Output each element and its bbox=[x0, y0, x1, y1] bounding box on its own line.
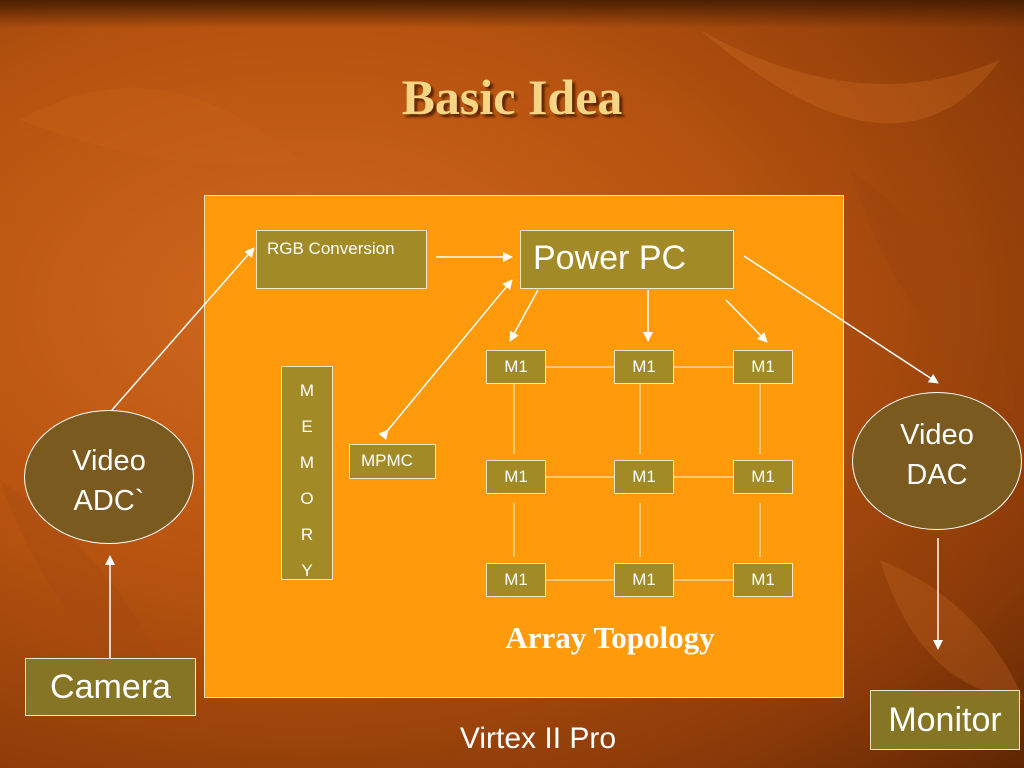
array-node-label: M1 bbox=[504, 467, 528, 486]
array-node-r2c2: M1 bbox=[614, 460, 674, 494]
video-adc-line: Video bbox=[72, 445, 146, 477]
array-node-r1c3: M1 bbox=[733, 350, 793, 384]
array-node-label: M1 bbox=[632, 467, 656, 486]
power-pc-block: Power PC bbox=[520, 230, 734, 289]
memory-letter: M bbox=[299, 381, 315, 400]
slide-title: Basic Idea bbox=[401, 69, 623, 125]
array-node-r3c1: M1 bbox=[486, 563, 546, 597]
arrow-powerpc-to-dac bbox=[743, 255, 939, 384]
array-node-label: M1 bbox=[751, 570, 775, 589]
array-node-label: M1 bbox=[751, 467, 775, 486]
video-dac-line: DAC bbox=[906, 459, 968, 491]
array-node-r3c3: M1 bbox=[733, 563, 793, 597]
memory-letter: M bbox=[299, 453, 315, 472]
memory-block: M E M O R Y bbox=[281, 366, 333, 580]
camera-block: Camera bbox=[25, 658, 196, 716]
array-node-label: M1 bbox=[632, 357, 656, 376]
array-topology-label: Array Topology bbox=[505, 620, 715, 655]
array-node-r2c1: M1 bbox=[486, 460, 546, 494]
camera-label: Camera bbox=[50, 667, 171, 706]
array-node-r2c3: M1 bbox=[733, 460, 793, 494]
top-shadow-band bbox=[0, 0, 1024, 28]
arrow-powerpc-to-node-right bbox=[725, 299, 768, 343]
footer-label: Virtex II Pro bbox=[459, 722, 617, 755]
arrow-adc-to-rgb bbox=[111, 247, 255, 411]
mpmc-label: MPMC bbox=[361, 451, 413, 470]
video-dac-line: Video bbox=[900, 419, 974, 451]
arrow-mpmc-powerpc bbox=[378, 279, 513, 441]
rgb-conversion-block: RGB Conversion bbox=[256, 230, 427, 289]
monitor-label: Monitor bbox=[888, 700, 1002, 739]
arrow-powerpc-to-node-left bbox=[509, 289, 539, 342]
power-pc-label: Power PC bbox=[533, 239, 687, 277]
video-adc-block: Video ADC` bbox=[24, 410, 194, 544]
array-node-r3c2: M1 bbox=[614, 563, 674, 597]
array-node-label: M1 bbox=[504, 570, 528, 589]
memory-letter: Y bbox=[301, 561, 313, 580]
memory-letter: E bbox=[301, 417, 313, 436]
memory-letter: R bbox=[300, 525, 314, 544]
video-dac-block: Video DAC bbox=[852, 392, 1022, 530]
monitor-block: Monitor bbox=[870, 690, 1020, 750]
rgb-conversion-label: RGB Conversion bbox=[267, 239, 395, 258]
video-adc-line: ADC` bbox=[73, 485, 145, 517]
array-node-r1c2: M1 bbox=[614, 350, 674, 384]
array-node-label: M1 bbox=[751, 357, 775, 376]
array-node-label: M1 bbox=[632, 570, 656, 589]
mpmc-block: MPMC bbox=[349, 444, 436, 479]
memory-letter: O bbox=[300, 489, 314, 508]
